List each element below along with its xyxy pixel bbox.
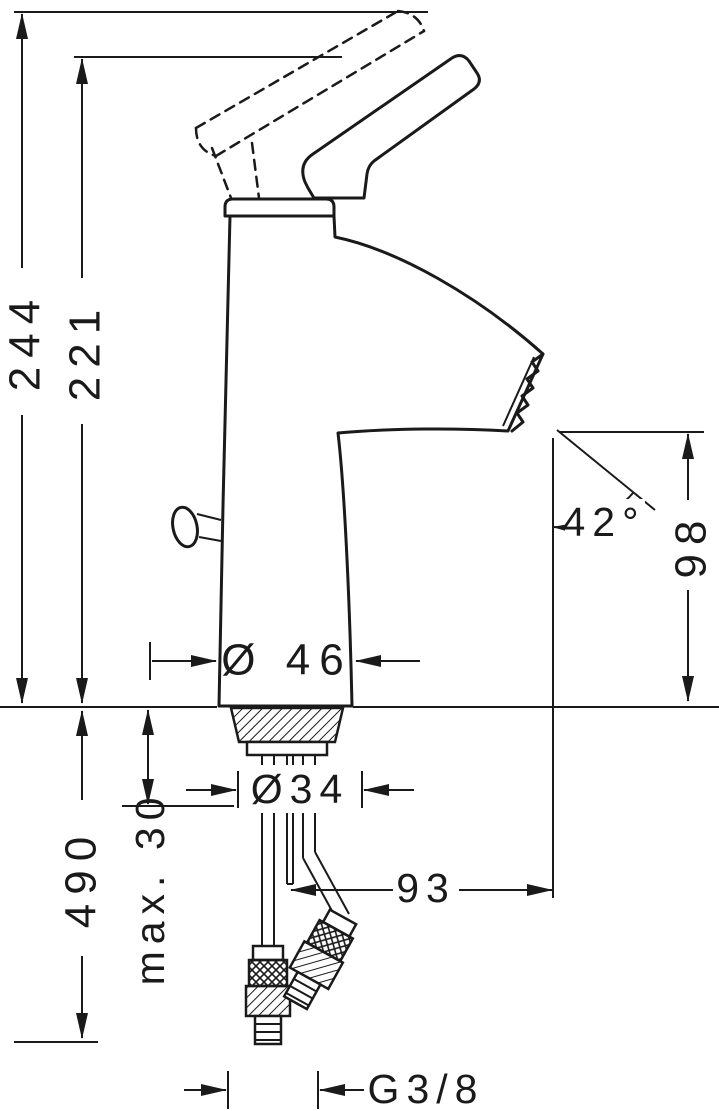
dim-overall-height: 244 <box>1 11 428 704</box>
dim-hole-diameter: Ø34 <box>186 765 414 813</box>
handle-cap-ring <box>223 197 336 218</box>
hose-connector-left <box>244 944 292 1046</box>
dim-g38-label: G3/8 <box>368 1066 485 1111</box>
label-mask <box>565 499 645 545</box>
dim-spout-angle: 42° <box>552 429 656 898</box>
dim-98-label: 98 <box>667 512 716 579</box>
dim-93-label: 93 <box>396 865 456 911</box>
dim-body-height: 221 <box>61 56 342 704</box>
dim-dia46-label: Ø 46 <box>221 636 352 685</box>
dim-42deg-label: 42° <box>562 499 645 545</box>
dim-244-label: 244 <box>1 291 50 391</box>
mounting-gasket <box>229 706 345 757</box>
handle-raised-dashed-outline <box>194 9 426 200</box>
dim-max30-label: max. 30 <box>127 791 173 986</box>
lever-handle <box>301 54 481 200</box>
dim-connection-length: 490 <box>14 710 106 1043</box>
label-mask <box>227 636 347 684</box>
pop-up-lever <box>171 505 222 549</box>
dim-base-diameter: Ø 46 <box>149 636 420 685</box>
dim-spout-height: 98 <box>560 431 716 702</box>
aerator-inner-line <box>502 356 535 427</box>
faucet-body <box>217 214 545 708</box>
dim-spout-reach: 93 <box>290 865 553 911</box>
hose-connector-right <box>274 905 364 1015</box>
label-mask <box>393 865 459 911</box>
dim-dia34-label: Ø34 <box>251 766 350 812</box>
dim-490-label: 490 <box>57 828 106 928</box>
dim-connection-thread: G3/8 <box>184 1066 485 1111</box>
dim-max-counter-thickness: max. 30 <box>122 709 234 986</box>
aerator-serration <box>510 352 545 433</box>
dim-221-label: 221 <box>61 301 110 401</box>
label-mask <box>247 765 353 813</box>
